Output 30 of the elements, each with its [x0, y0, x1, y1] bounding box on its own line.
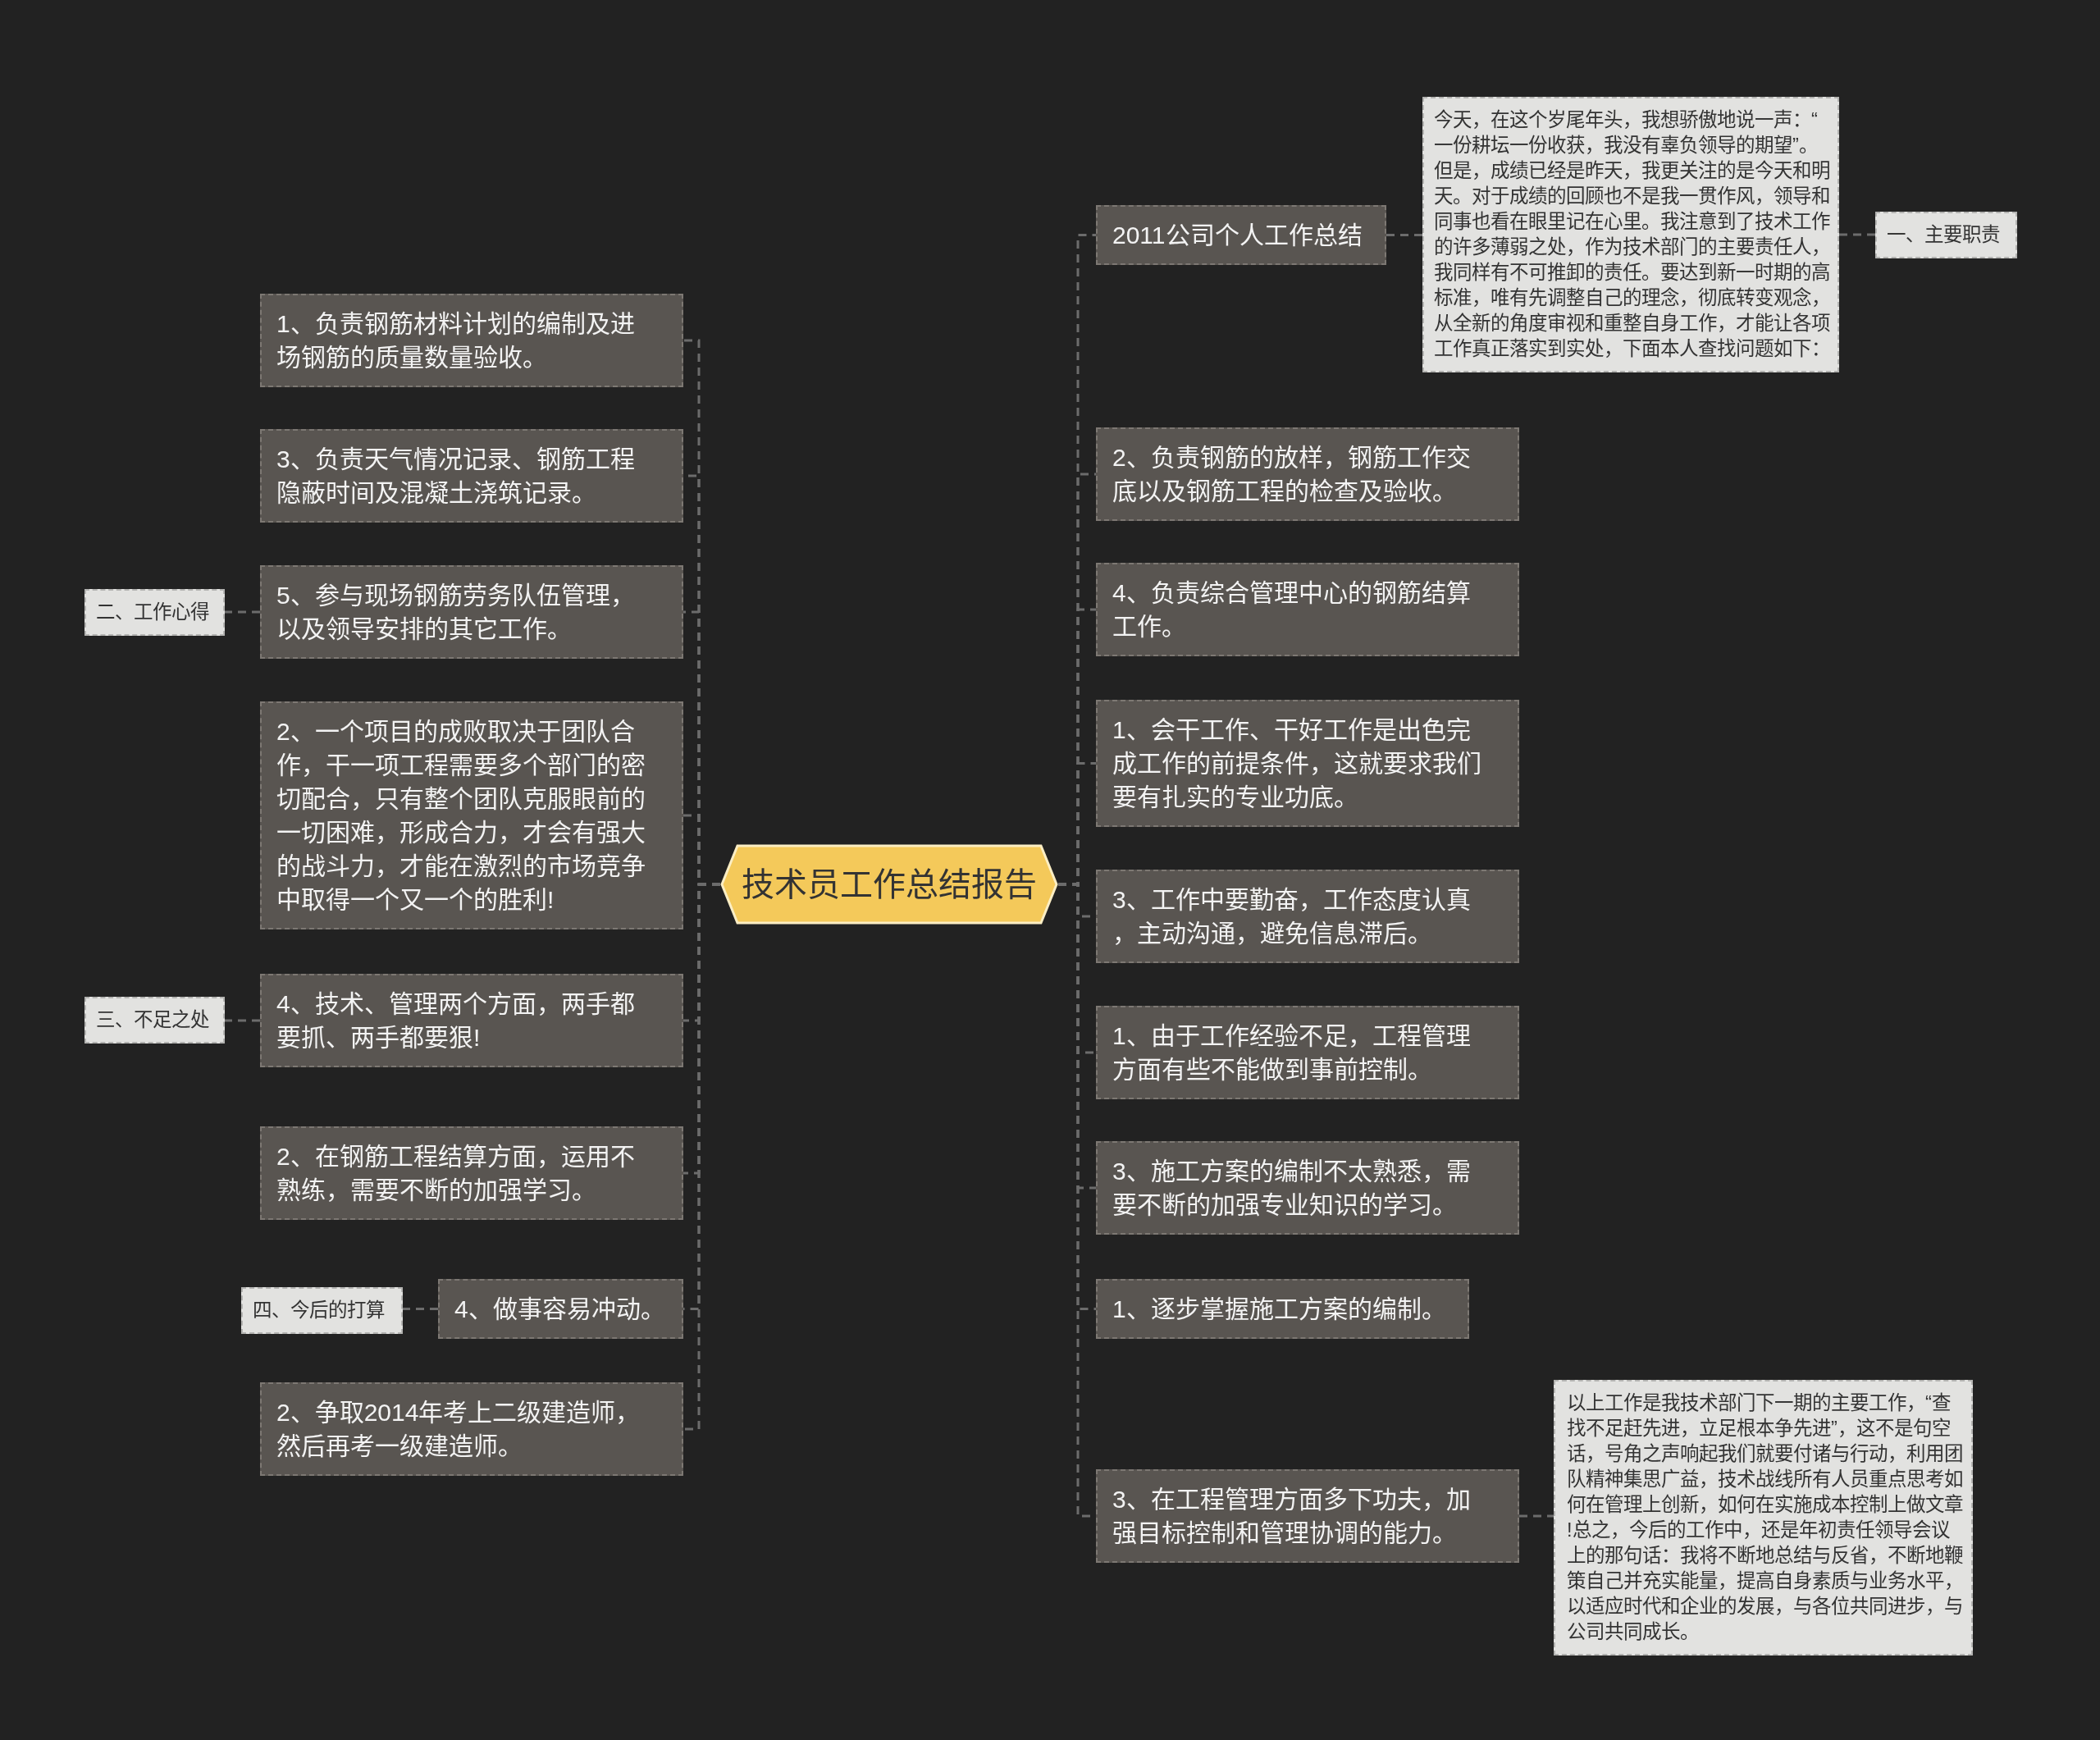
- topic-box: 2、负责钢筋的放样，钢筋工作交底以及钢筋工程的检查及验收。: [1096, 427, 1519, 521]
- topic-box: 2、在钢筋工程结算方面，运用不熟练，需要不断的加强学习。: [260, 1126, 683, 1220]
- connector-line: [1519, 1514, 1554, 1518]
- label-box: 二、工作心得: [84, 589, 225, 636]
- note-box: 以上工作是我技术部门下一期的主要工作，“查找不足赶先进，立足根本争先进”，这不是句空话，号角之声响起我们就要付诸与行动，利用团队精神集思广益，技术战线所有人员重点思考如何在管理上创新，如何在实施成本控制上做文章!总之，今后的工作中，还是年初责任领导会议上的那句话：我将不断地总结与反省，不断地鞭策自己并充实能量，提高自身素质与业务水平，以适应时代和企业的发展，与各位共同进步，与公司共同成长。: [1554, 1380, 1973, 1656]
- topic-box: 5、参与现场钢筋劳务队伍管理，以及领导安排的其它工作。: [260, 565, 683, 659]
- topic-box: 3、在工程管理方面多下功夫，加强目标控制和管理协调的能力。: [1096, 1469, 1519, 1563]
- topic-box: 1、逐步掌握施工方案的编制。: [1096, 1279, 1469, 1339]
- topic-box: 1、会干工作、干好工作是出色完成工作的前提条件，这就要求我们要有扎实的专业功底。: [1096, 700, 1519, 827]
- topic-box: 2、争取2014年考上二级建造师，然后再考一级建造师。: [260, 1382, 683, 1476]
- topic-box: 2、一个项目的成败取决于团队合作，干一项工程需要多个部门的密切配合，只有整个团队克服眼前的一切困难，形成合力，才会有强大的战斗力，才能在激烈的市场竞争中取得一个又一个的胜利!: [260, 701, 683, 929]
- label-box: 四、今后的打算: [241, 1287, 403, 1334]
- topic-box: 1、负责钢筋材料计划的编制及进场钢筋的质量数量验收。: [260, 294, 683, 387]
- connector-line: [225, 1019, 260, 1022]
- topic-box: 3、施工方案的编制不太熟悉，需要不断的加强专业知识的学习。: [1096, 1141, 1519, 1235]
- topic-box: 3、负责天气情况记录、钢筋工程隐蔽时间及混凝土浇筑记录。: [260, 429, 683, 523]
- connector-line: [1386, 234, 1422, 236]
- label-box: 三、不足之处: [84, 997, 225, 1044]
- topic-box: 1、由于工作经验不足，工程管理方面有些不能做到事前控制。: [1096, 1006, 1519, 1099]
- connector-line: [1839, 233, 1875, 236]
- topic-box: 3、工作中要勤奋，工作态度认真，主动沟通，避免信息滞后。: [1096, 870, 1519, 963]
- label-box: 一、主要职责: [1875, 212, 2017, 258]
- note-box: 今天，在这个岁尾年头，我想骄傲地说一声：“一份耕坛一份收获，我没有辜负领导的期望”。但是，成绩已经是昨天，我更关注的是今天和明天。对于成绩的回顾也不是我一贯作风，领导和同事也看在眼里记在心里。我注意到了技术工作的许多薄弱之处，作为技术部门的主要责任人，我同样有不可推卸的责任。要达到新一时期的高标准，唯有先调整自己的理念，彻底转变观念，从全新的角度审视和重整自身工作，才能让各项工作真正落实到实处，下面本人查找问题如下：: [1422, 97, 1839, 372]
- connector-line: [225, 610, 260, 614]
- connector-line: [403, 1308, 438, 1310]
- topic-box: 4、负责综合管理中心的钢筋结算工作。: [1096, 563, 1519, 656]
- topic-box: 4、技术、管理两个方面，两手都要抓、两手都要狠!: [260, 974, 683, 1067]
- topic-box: 4、做事容易冲动。: [438, 1279, 683, 1339]
- central-topic-hexagon: 技术员工作总结报告: [720, 844, 1058, 925]
- topic-box: 2011公司个人工作总结: [1096, 205, 1386, 265]
